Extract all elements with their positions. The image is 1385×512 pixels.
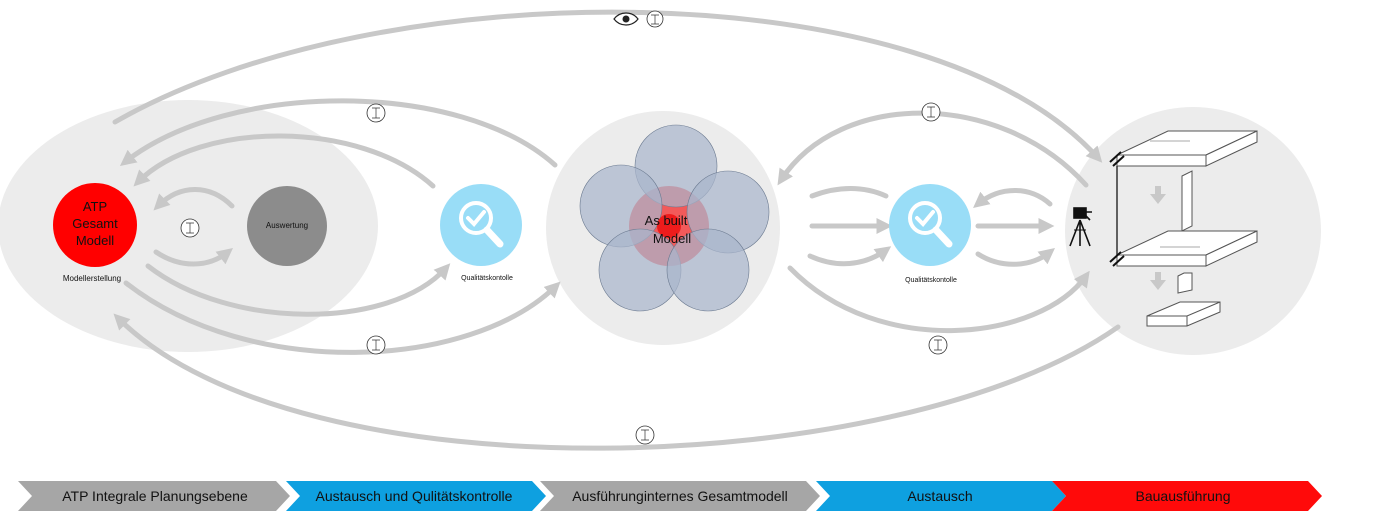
person-glyph-icon (180, 218, 200, 238)
lower-slab-front (1116, 254, 1207, 267)
upper-slab-front (1116, 154, 1207, 167)
arrow-atp-asbuilt (123, 280, 561, 355)
phase-1-label: ATP Integrale Planungsebene (62, 488, 248, 504)
building-element-icon (1116, 130, 1258, 327)
ground-slab (1146, 301, 1221, 327)
phase-3: Ausführunginternes Gesamtmodell (540, 481, 820, 511)
asbuilt-label-1: As built (645, 213, 688, 228)
auswertung-label: Auswertung (266, 221, 308, 230)
arrow-top-right-outer (777, 110, 1089, 188)
atp-model-label-1: ATP (83, 199, 107, 214)
phase-3-shape (540, 481, 820, 511)
atp-model-label-3: Modell (76, 233, 114, 248)
phase-4: Austausch (816, 481, 1066, 511)
quality-check-left-node: Qualitätskontolle (440, 184, 522, 282)
total-station-icon (1069, 207, 1092, 247)
quality-check-right-node: Qualitätskontolle (889, 184, 971, 284)
arrow-qk-site-low (975, 248, 1056, 267)
petal-bottom-right (666, 228, 750, 312)
phase-2: Austausch und Qulitätskontrolle (286, 481, 546, 511)
phase-bar: ATP Integrale Planungsebene Austausch un… (18, 481, 1322, 511)
phase-1-shape (18, 481, 290, 511)
person-glyph-icon (646, 10, 664, 28)
auswertung-circle (247, 186, 327, 266)
asbuilt-petals (579, 124, 770, 312)
atp-model-node: ATP Gesamt Modell Modellerstellung (53, 183, 137, 283)
arrow-top-qk-left (133, 133, 436, 189)
asbuilt-label-2: Modell (653, 231, 691, 246)
arrow-bottom-right (787, 265, 1090, 333)
arrow-top-mid-left (119, 98, 558, 168)
asbuilt-node: As built Modell (579, 124, 770, 312)
atp-model-label-2: Gesamt (72, 216, 118, 231)
phase-4-label: Austausch (907, 488, 972, 504)
arrow-asbuilt-qk-right-top (809, 186, 889, 199)
quality-check-left-circle (440, 184, 522, 266)
quality-check-right-circle (889, 184, 971, 266)
phase-2-shape (286, 481, 546, 511)
atp-model-circle (53, 183, 137, 267)
column (1181, 170, 1193, 232)
arrow-atp-auswertung-top (153, 187, 235, 211)
person-glyph-icon (366, 335, 386, 355)
person-glyph-badges (180, 10, 948, 445)
phase-5: Bauausführung (1052, 481, 1322, 511)
phase-3-label: Ausführunginternes Gesamtmodell (572, 488, 788, 504)
phase-5-label: Bauausführung (1136, 488, 1231, 504)
magnifier-check-icon (459, 201, 504, 248)
phase-2-label: Austausch und Qulitätskontrolle (316, 488, 513, 504)
phase-4-shape (816, 481, 1066, 511)
arrow-atp-auswertung-bottom (153, 248, 234, 267)
atp-model-caption: Modellerstellung (63, 274, 121, 283)
arrow-qk-site-top (973, 188, 1053, 209)
arrow-asbuilt-qk-right-low (807, 246, 892, 267)
arrow-bottom-outer (113, 313, 1121, 451)
scan-marks (1109, 151, 1125, 267)
small-part (1177, 272, 1193, 294)
arrow-atp-qk-left (145, 263, 451, 317)
phase-5-shape (1052, 481, 1322, 511)
person-glyph-icon (635, 425, 655, 445)
person-glyph-icon (366, 103, 386, 123)
building-arrows (1150, 186, 1166, 290)
quality-check-left-caption: Qualitätskontolle (461, 275, 513, 282)
person-glyph-icon (921, 102, 941, 122)
upper-slab-side (1205, 130, 1258, 167)
person-glyph-icon (928, 335, 948, 355)
quality-check-right-caption: Qualitätskontolle (905, 277, 957, 284)
eye-icon (613, 12, 639, 26)
phase-1: ATP Integrale Planungsebene (18, 481, 290, 511)
auswertung-node: Auswertung (247, 186, 327, 266)
asbuilt-core (657, 214, 681, 238)
lower-slab-side (1205, 230, 1258, 267)
magnifier-check-icon (908, 201, 953, 248)
arrow-top-outer (112, 9, 1103, 163)
